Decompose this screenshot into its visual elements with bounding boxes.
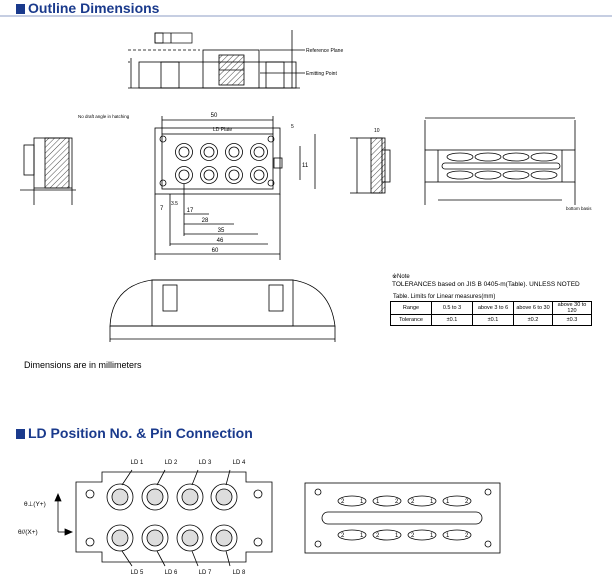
table-cell: ±0.3 — [552, 314, 592, 326]
pin-label: 2 — [341, 499, 345, 505]
main-plan-view — [154, 116, 316, 260]
note-mark: ※Note — [392, 274, 410, 280]
pin-labels: 2 1 1 2 2 1 1 2 2 1 2 1 2 1 1 2 — [341, 499, 469, 539]
bottom-basis-label: bottom basis — [566, 206, 592, 211]
pin-label: 2 — [465, 533, 469, 539]
left-section-view — [20, 137, 76, 205]
pin-label: 2 — [411, 499, 415, 505]
title-square-icon — [16, 429, 25, 439]
table-cell: ±0.2 — [513, 314, 553, 326]
dim-7: 7 — [160, 206, 164, 212]
dim-3-5: 3.5 — [171, 201, 178, 207]
ld-position-title: LD Position No. & Pin Connection — [16, 425, 253, 441]
ld-label: LD 1 — [131, 460, 144, 466]
dim-17: 17 — [187, 208, 194, 214]
pin-label: 2 — [341, 533, 345, 539]
table-row: Tolerance ±0.1 ±0.1 ±0.2 ±0.3 — [390, 314, 592, 326]
reference-plane-label: Reference Plane — [306, 48, 343, 54]
dim-28: 28 — [202, 218, 209, 224]
emitting-point-label: Emitting Point — [306, 71, 337, 77]
ld-label: LD 2 — [165, 460, 178, 466]
outline-dimensions-title: Outline Dimensions — [16, 0, 159, 16]
pin-label: 1 — [360, 499, 364, 505]
draft-angle-label: No draft angle in hatching — [78, 114, 130, 119]
right-section-view — [350, 137, 391, 194]
table-row: Range 0.5 to 3 above 3 to 6 above 6 to 3… — [390, 301, 592, 315]
pin-label: 1 — [446, 499, 450, 505]
ld-label: LD 3 — [199, 460, 212, 466]
pin-label: 1 — [376, 499, 380, 505]
dimensions-note: Dimensions are in millimeters — [24, 360, 142, 370]
side-elevation-view — [128, 30, 305, 89]
ld-position-diagram — [54, 469, 273, 567]
ld-label: LD 5 — [131, 570, 144, 576]
dim-60: 60 — [212, 248, 219, 254]
dim-5: 5 — [291, 124, 294, 130]
dim-10: 10 — [374, 128, 380, 134]
bottom-basis-view — [424, 117, 576, 205]
pin-label: 1 — [446, 533, 450, 539]
title-square-icon — [16, 4, 25, 14]
tolerance-table: Range 0.5 to 3 above 3 to 6 above 6 to 3… — [390, 301, 592, 326]
pin-label: 2 — [395, 499, 399, 505]
pin-connection-diagram — [304, 482, 501, 554]
ld-label: LD 8 — [233, 570, 246, 576]
ld-label: LD 6 — [165, 570, 178, 576]
dim-50: 50 — [211, 113, 218, 119]
ld-circle-group — [106, 483, 238, 552]
tolerance-line: TOLERANCES based on JIS B 0405-m(Table).… — [392, 281, 580, 288]
table-caption: Table. Limits for Linear measures(mm) — [393, 294, 496, 300]
outline-dimensions-text: Outline Dimensions — [28, 0, 160, 16]
dim-46: 46 — [217, 238, 224, 244]
pin-pair-group — [441, 152, 561, 180]
axis-par-label: θ//(X+) — [18, 529, 38, 536]
pin-label: 2 — [376, 533, 380, 539]
pin-label: 2 — [465, 499, 469, 505]
pin-label: 1 — [430, 533, 434, 539]
pin-label: 1 — [360, 533, 364, 539]
ld-position-text: LD Position No. & Pin Connection — [28, 425, 253, 441]
axis-perp-label: θ⊥(Y+) — [24, 501, 46, 508]
pin-label: 2 — [411, 533, 415, 539]
pin-label: 1 — [430, 499, 434, 505]
ld-label: LD 4 — [233, 460, 246, 466]
ld-hole-group — [175, 143, 268, 184]
dim-35: 35 — [218, 228, 225, 234]
front-elevation-view — [109, 279, 336, 342]
ld-label: LD 7 — [199, 570, 212, 576]
pin-oval-group — [337, 495, 472, 541]
pin-label: 1 — [395, 533, 399, 539]
dim-11: 11 — [302, 163, 309, 169]
ld-plate-label: LD Plate — [213, 127, 232, 133]
